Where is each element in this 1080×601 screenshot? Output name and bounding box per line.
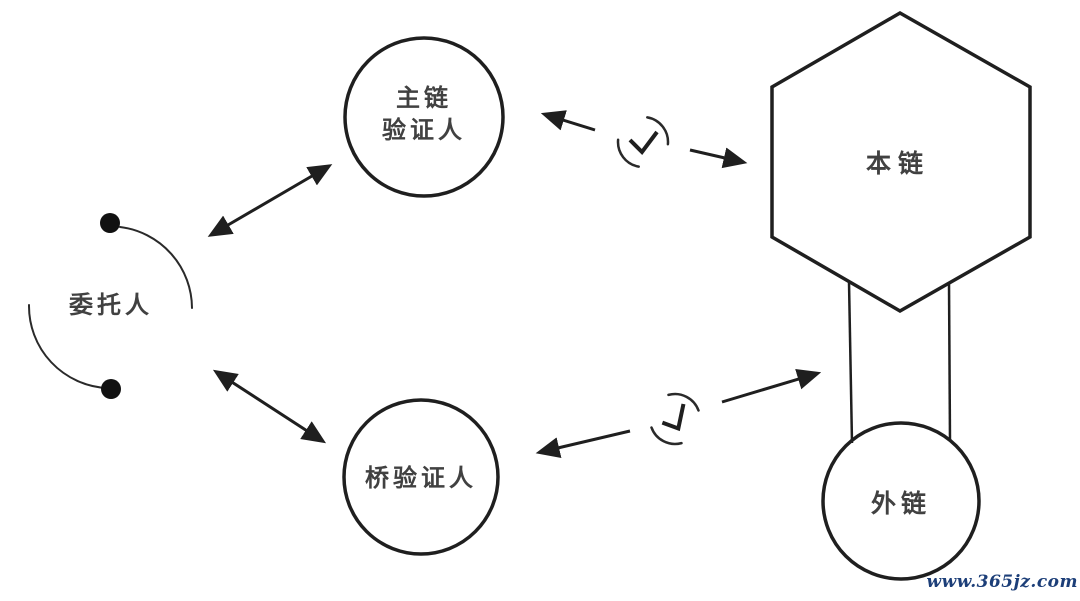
watermark-text: www.365jz.com <box>926 572 1078 592</box>
bridge-validator-label: 桥验证人 <box>365 465 477 492</box>
delegator-figure <box>27 213 193 399</box>
arrow-delegator-main-validator <box>207 164 333 237</box>
delegator-bottom-arc <box>27 304 108 389</box>
delegator-top-dot <box>100 213 120 233</box>
local-chain-hexagon <box>770 10 1032 314</box>
check-circle-icon <box>639 384 711 454</box>
delegator-label: 委托人 <box>69 292 153 319</box>
external-chain-circle <box>821 421 981 581</box>
main-validator-label-line1: 主链 <box>396 85 452 112</box>
external-chain-label: 外链 <box>870 490 931 518</box>
check-circle-icon <box>616 115 670 169</box>
arrow-to-bridge-validator <box>535 429 631 458</box>
arrow-delegator-bridge-validator <box>212 369 327 444</box>
delegator-bottom-dot <box>101 379 121 399</box>
local-chain-label: 本链 <box>865 150 930 178</box>
bridge-validator-circle <box>342 398 500 556</box>
main-validator-label: 主链 验证人 <box>344 83 504 148</box>
arrow-to-external-chain <box>721 369 822 404</box>
ribbon-right-line <box>947 282 952 442</box>
arrow-to-main-validator <box>540 110 596 132</box>
ribbon-left-line <box>847 281 854 444</box>
main-validator-circle <box>343 36 505 198</box>
main-validator-label-line2: 验证人 <box>382 117 466 145</box>
arrow-to-local-chain <box>689 147 748 169</box>
delegator-top-arc <box>119 226 193 309</box>
